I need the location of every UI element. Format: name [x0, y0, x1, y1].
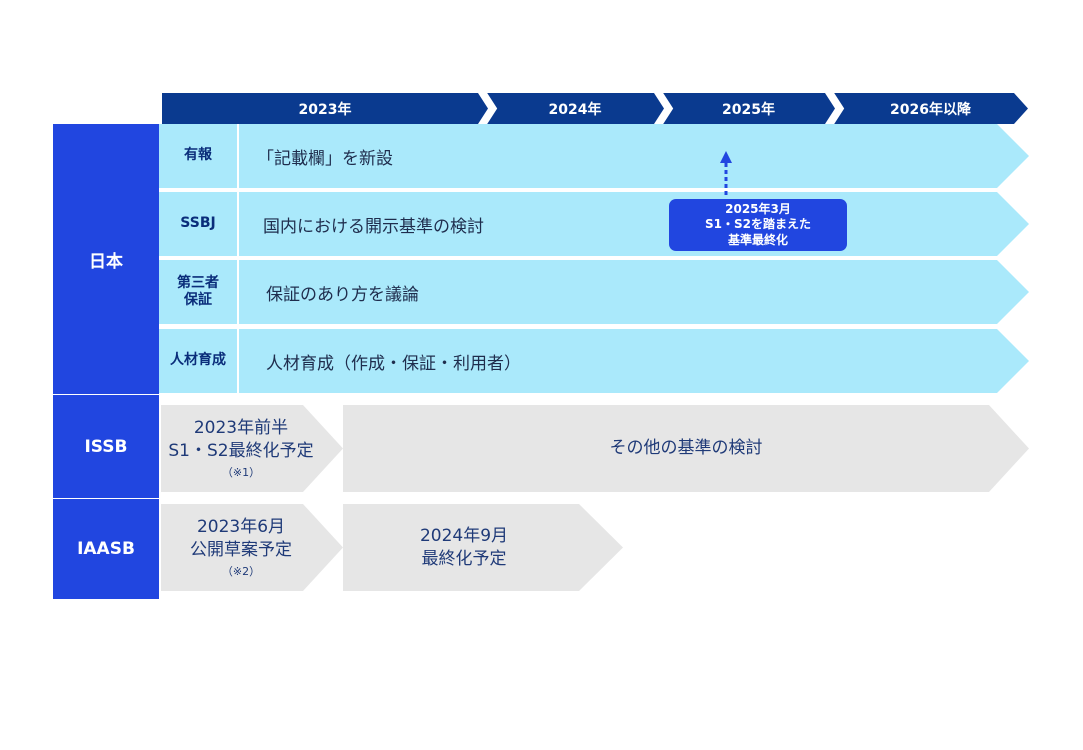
issb-first-line: S1・S2最終化予定: [168, 440, 314, 461]
callout-ssbj-finalization: 2025年3月 S1・S2を踏まえた 基準最終化: [669, 199, 847, 251]
timeline-separator: [485, 93, 498, 124]
iaasb-first-line: 2023年6月: [196, 517, 286, 538]
timeline-separator: [832, 93, 845, 124]
timeline-year-2023: 2023年: [162, 93, 488, 124]
row-text-assurance: 保証のあり方を議論: [266, 260, 419, 324]
issb-other-standards: その他の基準の検討: [343, 405, 1029, 492]
row-talent: [159, 329, 1029, 393]
issb-first-line: 2023年前半: [193, 418, 289, 439]
row-assurance: [159, 260, 1029, 324]
issb-note: （※1）: [221, 465, 261, 479]
row-label-ssbj: SSBJ: [159, 192, 239, 256]
row-ssbj: [159, 192, 1029, 256]
row-text-talent: 人材育成（作成・保証・利用者）: [266, 329, 521, 393]
year-label: 2024年: [548, 101, 602, 118]
iaasb-june-2023: 2023年6月 公開草案予定 （※2）: [161, 504, 343, 591]
row-text-content: 人材育成（作成・保証・利用者）: [266, 353, 521, 374]
category-japan: 日本: [53, 124, 159, 394]
timeline-year-2026-plus: 2026年以降: [833, 93, 1028, 124]
row-yuho: [159, 124, 1029, 188]
year-label: 2026年以降: [890, 101, 971, 118]
year-label: 2023年: [298, 101, 352, 118]
row-label-text: 人材育成: [170, 352, 226, 369]
iaasb-second-line: 2024年9月: [419, 526, 509, 547]
row-label-yuho: 有報: [159, 124, 239, 188]
row-label-assurance: 第三者 保証: [159, 260, 239, 324]
row-text-yuho: 「記載欄」を新設: [257, 124, 393, 188]
divider: [53, 394, 159, 395]
issb-first-half-2023: 2023年前半 S1・S2最終化予定 （※1）: [161, 405, 343, 492]
category-label: 日本: [89, 251, 123, 272]
row-label-text: 保証: [184, 292, 212, 308]
divider: [53, 498, 159, 499]
year-label: 2025年: [722, 101, 775, 118]
row-label-text: SSBJ: [180, 215, 216, 232]
row-text-content: 「記載欄」を新設: [257, 148, 393, 169]
issb-other-text: その他の基準の検討: [609, 438, 763, 459]
row-text-content: 国内における開示基準の検討: [263, 216, 484, 237]
callout-line: 2025年3月: [725, 201, 791, 216]
category-issb: ISSB: [53, 395, 159, 498]
category-label: IAASB: [77, 539, 135, 559]
iaasb-first-line: 公開草案予定: [190, 539, 292, 560]
timeline-separator: [661, 93, 674, 124]
timeline-year-2025: 2025年: [662, 93, 835, 124]
timeline-year-2024: 2024年: [486, 93, 664, 124]
row-label-text: 有報: [184, 147, 212, 164]
callout-line: S1・S2を踏まえた: [705, 217, 811, 232]
category-label: ISSB: [84, 436, 128, 457]
iaasb-second-line: 最終化予定: [421, 548, 507, 569]
row-text-ssbj: 国内における開示基準の検討: [263, 192, 484, 256]
row-text-content: 保証のあり方を議論: [266, 284, 419, 305]
iaasb-sept-2024: 2024年9月 最終化予定: [343, 504, 623, 591]
dashed-arrow-icon: [720, 151, 732, 198]
callout-line: 基準最終化: [727, 232, 788, 247]
iaasb-note: （※2）: [221, 564, 261, 578]
row-label-text: 第三者: [177, 274, 219, 291]
category-iaasb: IAASB: [53, 499, 159, 599]
row-label-talent: 人材育成: [159, 329, 239, 393]
